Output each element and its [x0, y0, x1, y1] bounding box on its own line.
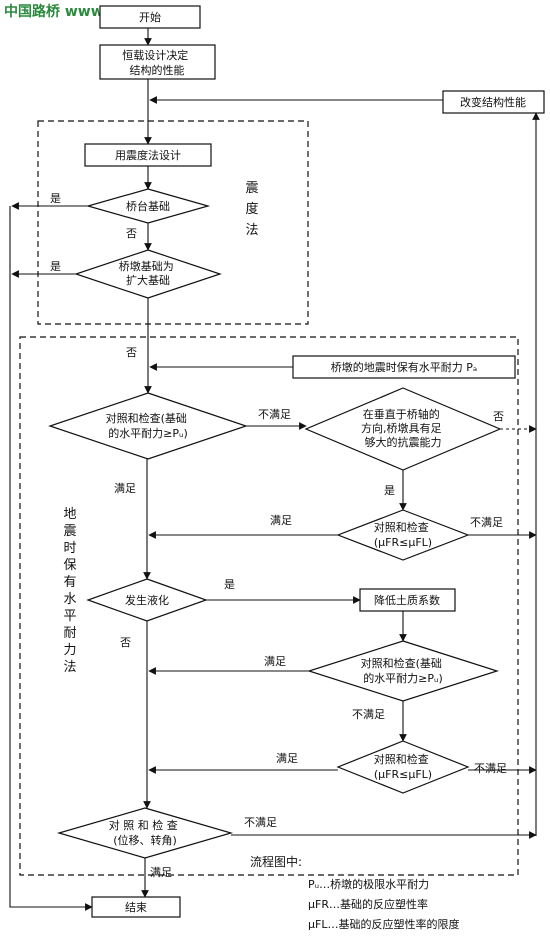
liquefaction-label: 发生液化 — [125, 593, 169, 607]
perpendicular-label: 在垂直于桥轴的 方向,桥墩具有足 够大的抗震能力 — [361, 407, 445, 449]
label-pier-yes: 是 — [50, 260, 61, 273]
label-perp-yes: 是 — [384, 484, 395, 497]
check1-label: 对照和检查(基础 的水平耐力≥Pᵤ) — [106, 411, 191, 440]
label-check4-fail: 不满足 — [474, 762, 507, 775]
legend-item-mufr: μFR…基础的反应塑性率 — [308, 897, 428, 911]
check3-decision — [307, 640, 499, 702]
label-check3-fail: 不满足 — [352, 708, 385, 721]
label-check1-ok: 满足 — [114, 482, 136, 495]
check4-decision — [336, 740, 470, 794]
pier-capacity-label: 桥墩的地震时保有水平耐力 Pₐ — [331, 360, 477, 374]
check5-label: 对 照 和 检 查 (位移、转角) — [109, 818, 182, 847]
start-node — [99, 5, 201, 29]
check1-decision — [48, 392, 248, 460]
start-node-label: 开始 — [139, 10, 161, 24]
region-label-horizontal-capacity: 地震时保有水平耐力法 — [63, 507, 76, 675]
check2-decision — [336, 509, 470, 561]
seismic-design-label: 恒载设计决定 结构的性能 — [122, 48, 192, 77]
check5-decision — [56, 807, 234, 859]
region-seismic-coefficient — [37, 120, 309, 325]
pier-foundation-label: 桥墩基础为 扩大基础 — [119, 259, 178, 287]
check2-label: 对照和检查 (μFR≤μFL) — [374, 520, 433, 549]
check4-label: 对照和检查 (μFR≤μFL) — [374, 752, 433, 781]
label-check3-ok: 满足 — [264, 655, 286, 668]
change-structure-label: 改变结构性能 — [460, 95, 526, 109]
reduce-soil-label: 降低土质系数 — [374, 593, 440, 607]
label-check4-ok: 满足 — [276, 752, 298, 765]
check3-label: 对照和检查(基础 的水平耐力≥Pᵤ) — [361, 656, 446, 685]
label-liq-no: 否 — [120, 636, 131, 649]
legend-title: 流程图中: — [250, 854, 302, 869]
seismic-method-design-label: 用震度法设计 — [115, 148, 181, 162]
label-check2-fail: 不满足 — [470, 516, 503, 529]
edge-left-bus — [9, 206, 93, 911]
abutment-label: 桥台基础 — [126, 199, 170, 213]
label-abutment-no: 否 — [126, 227, 137, 240]
legend-item-mufl: μFL…基础的反应塑性率的限度 — [308, 917, 459, 931]
region-label-seismic-coefficient: 震度法 — [245, 181, 258, 238]
label-perp-no: 否 — [493, 410, 504, 423]
region-horizontal-capacity — [19, 336, 519, 876]
label-check5-ok: 满足 — [150, 866, 172, 879]
label-check5-fail: 不满足 — [244, 816, 277, 829]
label-pier-no: 否 — [126, 346, 137, 359]
label-liq-yes: 是 — [224, 578, 235, 591]
label-check2-ok: 满足 — [270, 514, 292, 527]
end-node-label: 结束 — [125, 901, 147, 914]
label-check1-fail: 不满足 — [258, 408, 291, 421]
seismic-design-node — [99, 44, 216, 80]
change-structure-node — [442, 90, 545, 114]
legend-item-pu: Pᵤ…桥墩的极限水平耐力 — [308, 877, 429, 891]
label-abutment-yes: 是 — [50, 192, 61, 205]
